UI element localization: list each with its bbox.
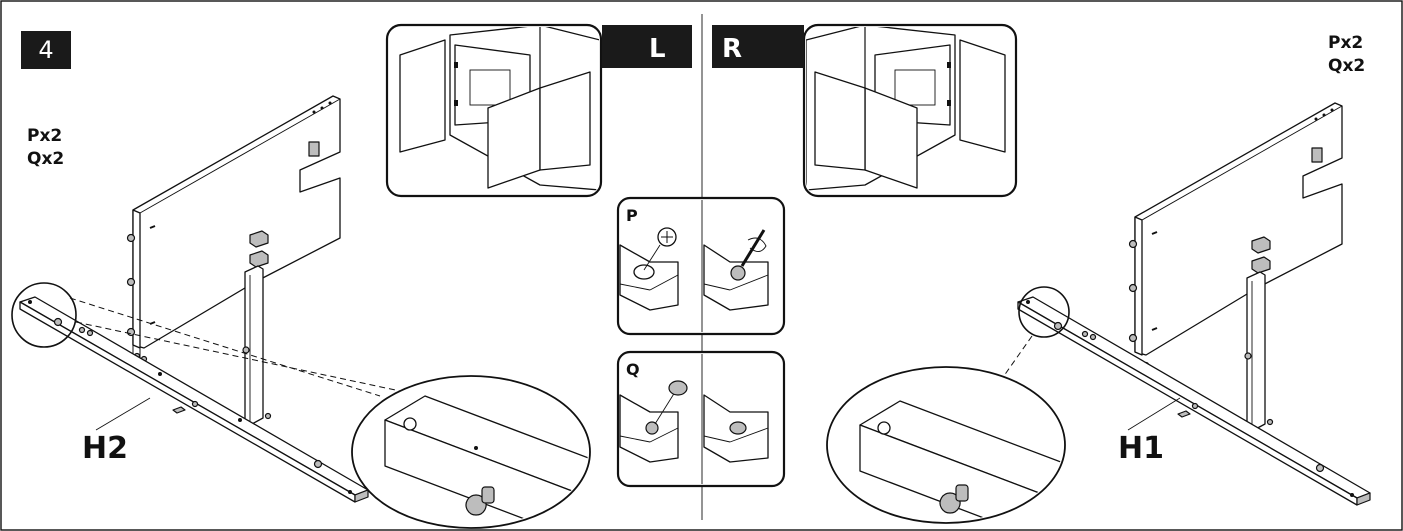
left-bottom-rail-h2 [19, 296, 369, 503]
left-upright-post [242, 265, 272, 436]
right-side-panel [1128, 102, 1343, 369]
left-orientation-tag: L [602, 25, 692, 68]
p-detail-label: P [626, 206, 638, 225]
right-orientation-letter: R [722, 34, 742, 64]
step-number: 4 [38, 36, 53, 64]
right-upright-post [1244, 271, 1274, 441]
right-rail-label: H1 [1118, 431, 1164, 466]
left-cabinet-view-panel [385, 23, 603, 198]
right-detail-circle [1018, 286, 1070, 338]
left-side-panel [126, 95, 341, 363]
left-clips [249, 230, 269, 268]
left-rail-leader [95, 397, 151, 431]
step-badge: 4 [21, 31, 71, 69]
cam-lock-p-detail: P [616, 196, 786, 336]
left-callout-dash-2 [75, 321, 415, 395]
left-parts-q-count: Qx2 [27, 149, 64, 169]
right-orientation-tag: R [712, 25, 804, 68]
right-rail-leader [1127, 397, 1181, 431]
right-bottom-rail-h1 [1017, 296, 1371, 506]
right-zoom-detail [826, 366, 1066, 524]
right-clips [1251, 236, 1271, 274]
left-rail-label: H2 [82, 431, 128, 466]
left-zoom-detail [351, 375, 591, 529]
cover-cap-q-detail: Q [616, 350, 786, 488]
right-parts-q-count: Qx2 [1328, 56, 1365, 76]
left-parts-p-count: Px2 [27, 126, 62, 146]
left-detail-circle [11, 282, 77, 348]
right-cabinet-view-panel [802, 23, 1018, 198]
left-callout-dash-1 [69, 297, 381, 397]
right-parts-p-count: Px2 [1328, 33, 1363, 53]
left-orientation-letter: L [649, 34, 666, 64]
q-detail-label: Q [626, 360, 640, 379]
